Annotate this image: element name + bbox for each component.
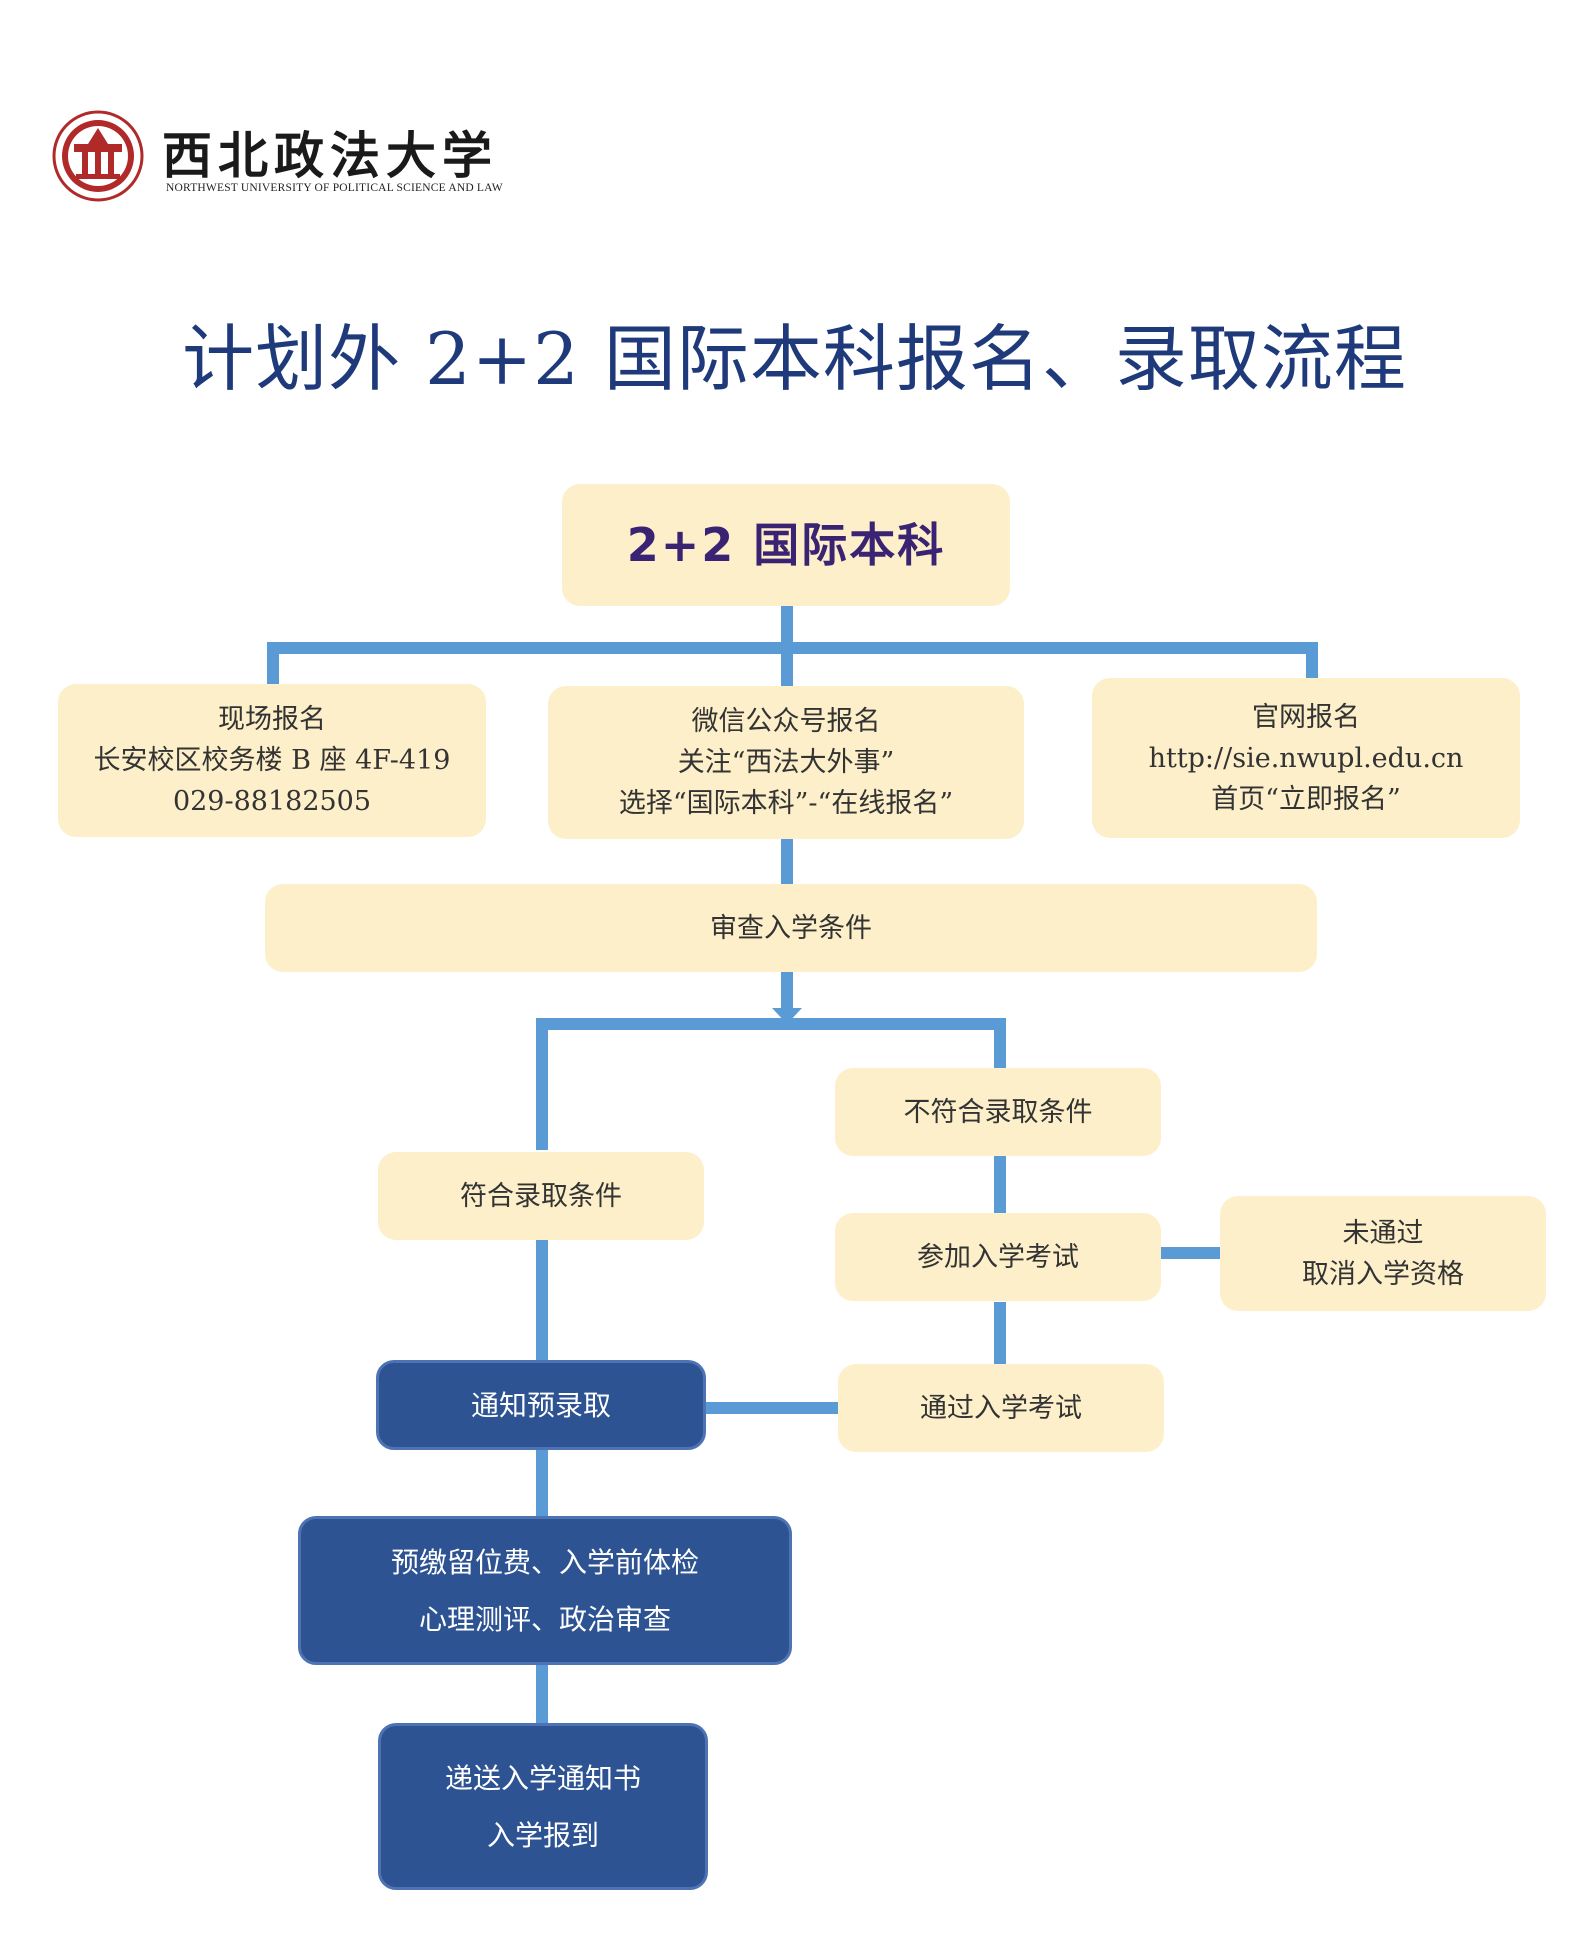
node-exam-passed: 通过入学考试	[838, 1364, 1164, 1452]
page-title: 计划外 2+2 国际本科报名、录取流程	[182, 317, 1407, 401]
university-name-cn: 西北政法大学	[162, 127, 498, 185]
node-prepay-checks: 预缴留位费、入学前体检 心理测评、政治审查	[298, 1516, 792, 1665]
node-qualified: 符合录取条件	[378, 1152, 704, 1240]
connector-split	[536, 1018, 1006, 1150]
node-onsite-registration: 现场报名 长安校区校务楼 B 座 4F-419 029-88182505	[58, 684, 486, 837]
node-2plus2-program: 2+2 国际本科	[562, 484, 1010, 606]
arrow-down-icon	[772, 1008, 802, 1024]
node-not-qualified: 不符合录取条件	[835, 1068, 1161, 1156]
node-review-conditions: 审查入学条件	[265, 884, 1317, 972]
node-exam-failed: 未通过 取消入学资格	[1220, 1196, 1546, 1311]
node-wechat-registration: 微信公众号报名 关注“西法大外事” 选择“国际本科”-“在线报名”	[548, 686, 1024, 839]
node-take-exam: 参加入学考试	[835, 1213, 1161, 1301]
node-admission-notice: 递送入学通知书 入学报到	[378, 1723, 708, 1890]
university-seal-icon	[52, 110, 144, 202]
university-name-en: NORTHWEST UNIVERSITY OF POLITICAL SCIENC…	[166, 182, 503, 194]
node-website-registration: 官网报名 http://sie.nwupl.edu.cn 首页“立即报名”	[1092, 678, 1520, 838]
university-logo: 西北政法大学 NORTHWEST UNIVERSITY OF POLITICAL…	[52, 110, 503, 210]
node-pre-admission: 通知预录取	[376, 1360, 706, 1450]
